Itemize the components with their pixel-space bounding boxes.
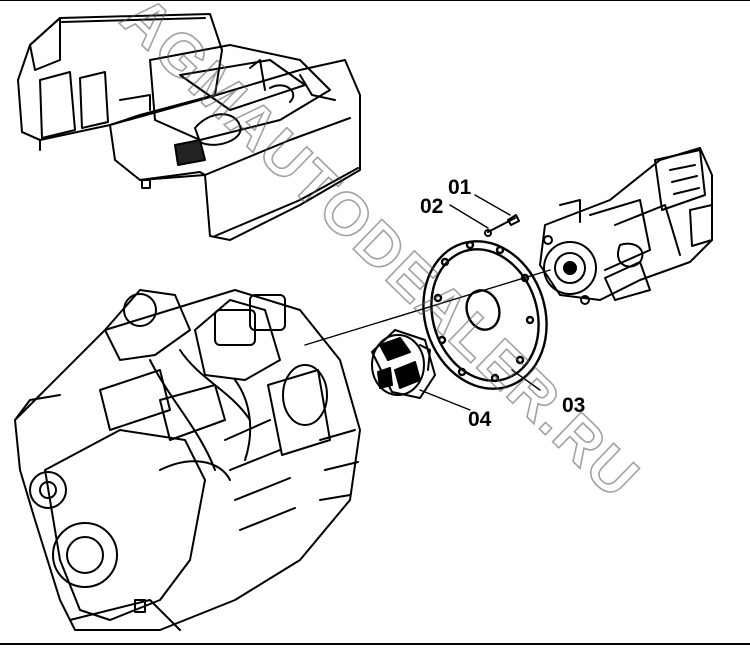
callout-03: 03 bbox=[562, 394, 585, 417]
callout-01: 01 bbox=[448, 176, 472, 199]
callout-04: 04 bbox=[468, 408, 492, 431]
excavator-illustration bbox=[17, 13, 361, 241]
coupling-part bbox=[371, 329, 436, 399]
watermark-text: AGMAUTODEALER.RU bbox=[109, 0, 653, 511]
hydraulic-pump-illustration bbox=[539, 147, 713, 305]
leader-lines bbox=[304, 194, 551, 411]
bolt-and-washer-parts bbox=[484, 214, 520, 237]
callout-02: 02 bbox=[420, 195, 443, 218]
engine-illustration bbox=[14, 289, 361, 631]
